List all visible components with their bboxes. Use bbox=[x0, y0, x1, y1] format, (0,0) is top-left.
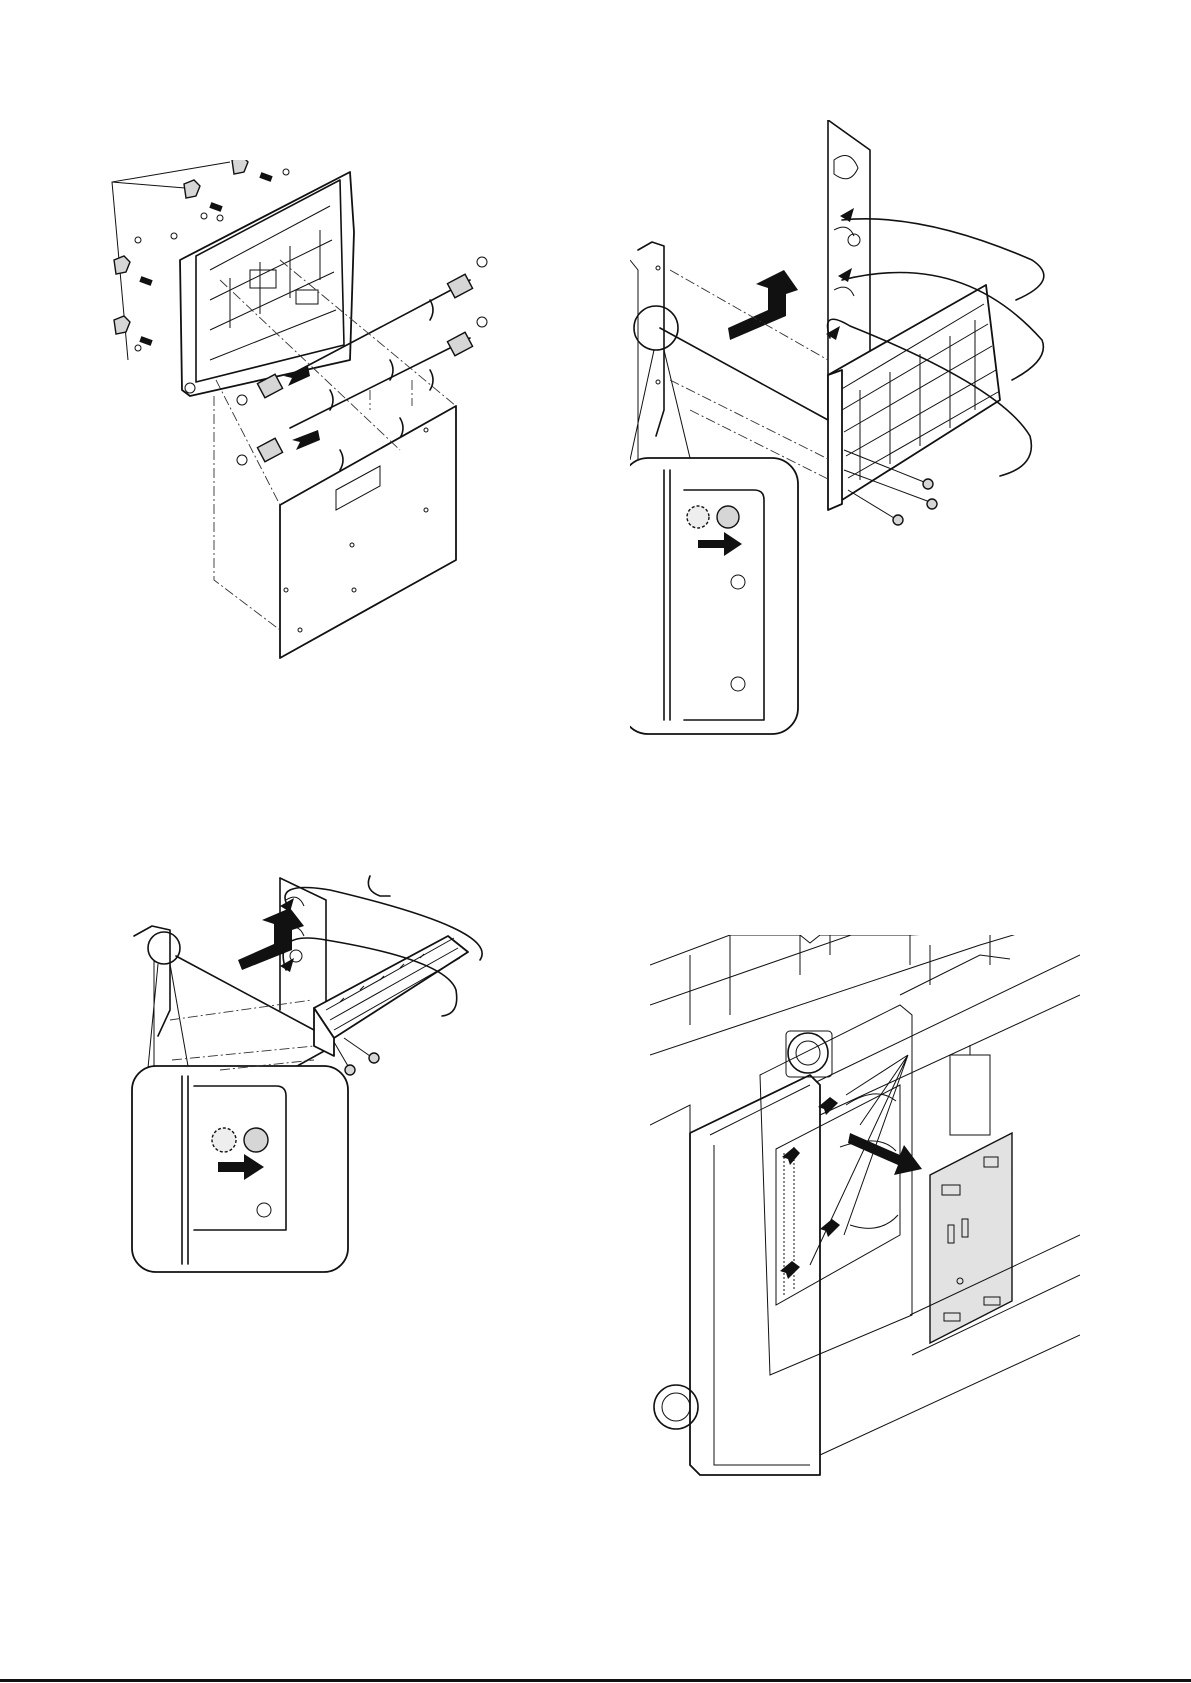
figure-2 bbox=[630, 120, 1090, 800]
figure-2-drawing bbox=[630, 120, 1090, 800]
screws bbox=[334, 1038, 379, 1075]
figure-1 bbox=[100, 160, 540, 720]
figure-3 bbox=[130, 870, 550, 1370]
transport-unit bbox=[828, 285, 1000, 510]
removal-arrow-icon bbox=[848, 1133, 922, 1175]
cabinet-frame bbox=[650, 935, 1080, 1115]
footer-rule bbox=[0, 1679, 1191, 1682]
figure-4-drawing bbox=[650, 935, 1080, 1495]
lift-arrow-icon bbox=[660, 270, 828, 420]
harness-clip bbox=[368, 876, 390, 896]
alignment-lines bbox=[670, 270, 830, 480]
removal-arrow-icons bbox=[284, 366, 320, 450]
detail-callout bbox=[630, 306, 798, 734]
figure-3-drawing bbox=[130, 870, 550, 1370]
figure-1-drawing bbox=[100, 160, 540, 720]
removed-pwb bbox=[930, 1133, 1012, 1343]
lift-arrow-icon bbox=[176, 908, 314, 1030]
left-frame bbox=[134, 926, 170, 1080]
alignment-lines bbox=[170, 1000, 314, 1070]
figure-4 bbox=[650, 935, 1080, 1495]
detail-callout bbox=[132, 932, 348, 1272]
side-frame bbox=[180, 172, 354, 396]
